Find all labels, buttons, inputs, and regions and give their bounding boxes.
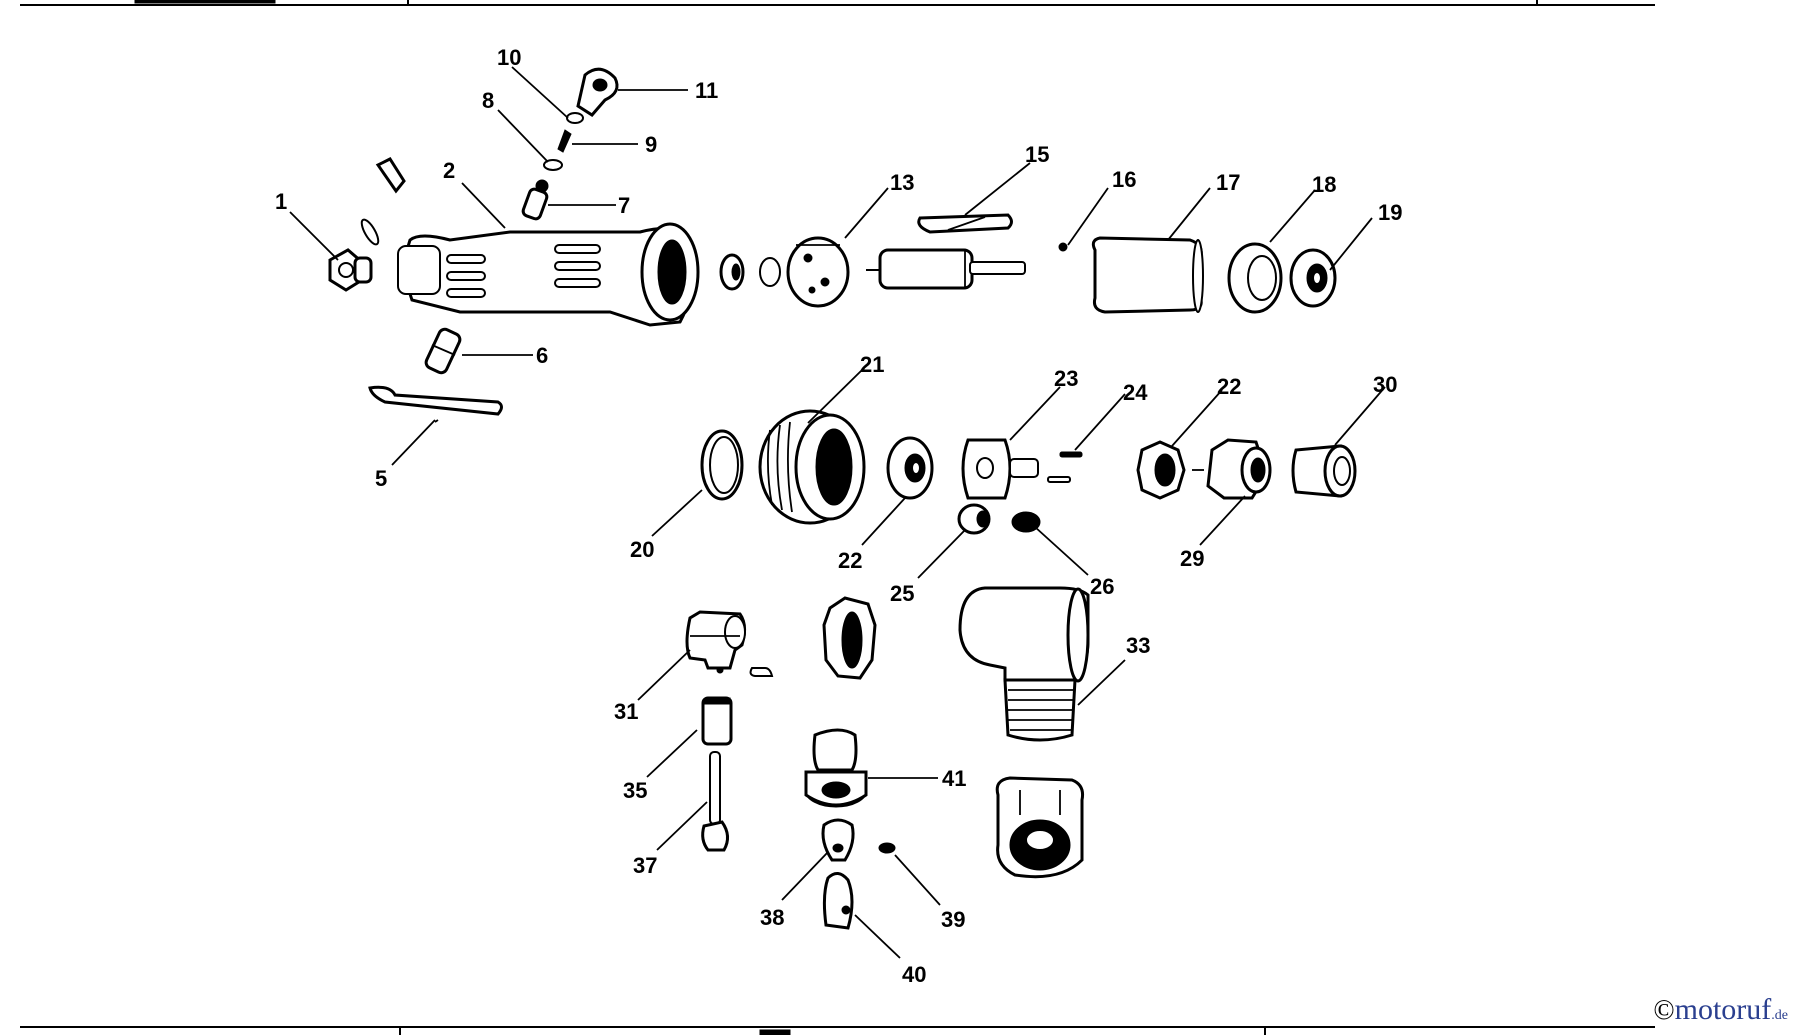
part-11-button	[576, 67, 619, 117]
callout-29: 29	[1180, 546, 1204, 571]
part-pin-b	[749, 667, 774, 677]
part-23-carrier	[961, 438, 1039, 500]
part-8-oring	[543, 159, 563, 171]
part-rotor	[866, 248, 1026, 290]
part-41-collet-nut	[804, 728, 868, 808]
callout-30: 30	[1373, 372, 1397, 397]
part-21-gear-ring	[758, 409, 866, 525]
callout-41: 41	[942, 766, 966, 791]
callout-16: 16	[1112, 167, 1136, 192]
part-33-angle-head	[958, 586, 1090, 742]
callout-33: 33	[1126, 633, 1150, 658]
part-22-bearing-a	[886, 436, 934, 500]
callout-5: 5	[375, 466, 387, 491]
callout-7: 7	[618, 193, 630, 218]
callout-6: 6	[536, 343, 548, 368]
callout-20: 20	[630, 537, 654, 562]
leader-lines	[289, 66, 1386, 959]
callout-17: 17	[1216, 170, 1240, 195]
part-7-valve	[521, 179, 549, 221]
part-1-nut	[328, 248, 373, 292]
part-35-spindle	[701, 696, 733, 746]
watermark-brand: motoruf	[1674, 993, 1772, 1026]
part-2-housing	[397, 222, 700, 327]
callout-38: 38	[760, 905, 784, 930]
callout-1: 1	[275, 189, 287, 214]
part-15-vane	[917, 213, 1013, 234]
callout-13: 13	[890, 170, 914, 195]
callout-23: 23	[1054, 366, 1078, 391]
part-13-endplate	[786, 236, 850, 308]
part-nut-large	[822, 596, 877, 680]
part-18-ring	[1227, 242, 1283, 314]
callout-18: 18	[1312, 172, 1336, 197]
part-17-cylinder	[1091, 236, 1204, 314]
callout-39: 39	[941, 907, 965, 932]
watermark-logo: ©motoruf.de	[1653, 993, 1788, 1027]
watermark-tld: .de	[1771, 1008, 1788, 1023]
part-37-shaft	[701, 751, 729, 852]
part-29-hexnut	[1192, 438, 1272, 500]
part-31-head	[685, 610, 747, 674]
callout-11: 11	[695, 78, 718, 103]
part-25-gear	[957, 503, 991, 535]
copyright-symbol: ©	[1653, 995, 1675, 1026]
part-22-nut-b	[1136, 440, 1186, 500]
page-frame	[20, 0, 1655, 1035]
callout-25: 25	[890, 581, 914, 606]
callout-10: 10	[497, 45, 521, 70]
part-38-collet	[821, 818, 855, 862]
callout-19: 19	[1378, 200, 1402, 225]
callout-15: 15	[1025, 142, 1049, 167]
part-20-ring	[700, 429, 744, 501]
part-26-gear	[1011, 511, 1041, 533]
part-5-lever	[368, 385, 503, 416]
callout-35: 35	[623, 778, 647, 803]
callout-26: 26	[1090, 574, 1114, 599]
part-24-pins	[1047, 451, 1083, 483]
callout-22-lower: 22	[838, 548, 862, 573]
part-30-socket	[1291, 444, 1357, 498]
callout-31: 31	[614, 699, 638, 724]
callout-37: 37	[633, 853, 657, 878]
part-socket-large	[995, 776, 1084, 879]
callout-21: 21	[860, 352, 884, 377]
part-40-chuck	[822, 872, 854, 930]
callout-numbers: 1 2 5 6 7 8 9 10 11 13 15 16 17 18 19 20…	[275, 45, 1402, 987]
part-bearing-small	[719, 253, 781, 291]
part-6-fitting	[424, 327, 462, 375]
part-9-spring	[557, 129, 572, 153]
callout-24: 24	[1123, 380, 1148, 405]
part-39-screw	[878, 842, 896, 854]
callout-40: 40	[902, 962, 926, 987]
callout-22-upper: 22	[1217, 374, 1241, 399]
part-pin-small	[360, 157, 406, 246]
callout-9: 9	[645, 132, 657, 157]
part-10-seal	[566, 112, 584, 124]
callout-2: 2	[443, 158, 455, 183]
part-16-pin	[1058, 242, 1068, 252]
callout-8: 8	[482, 88, 494, 113]
part-19-bearing	[1289, 248, 1337, 308]
